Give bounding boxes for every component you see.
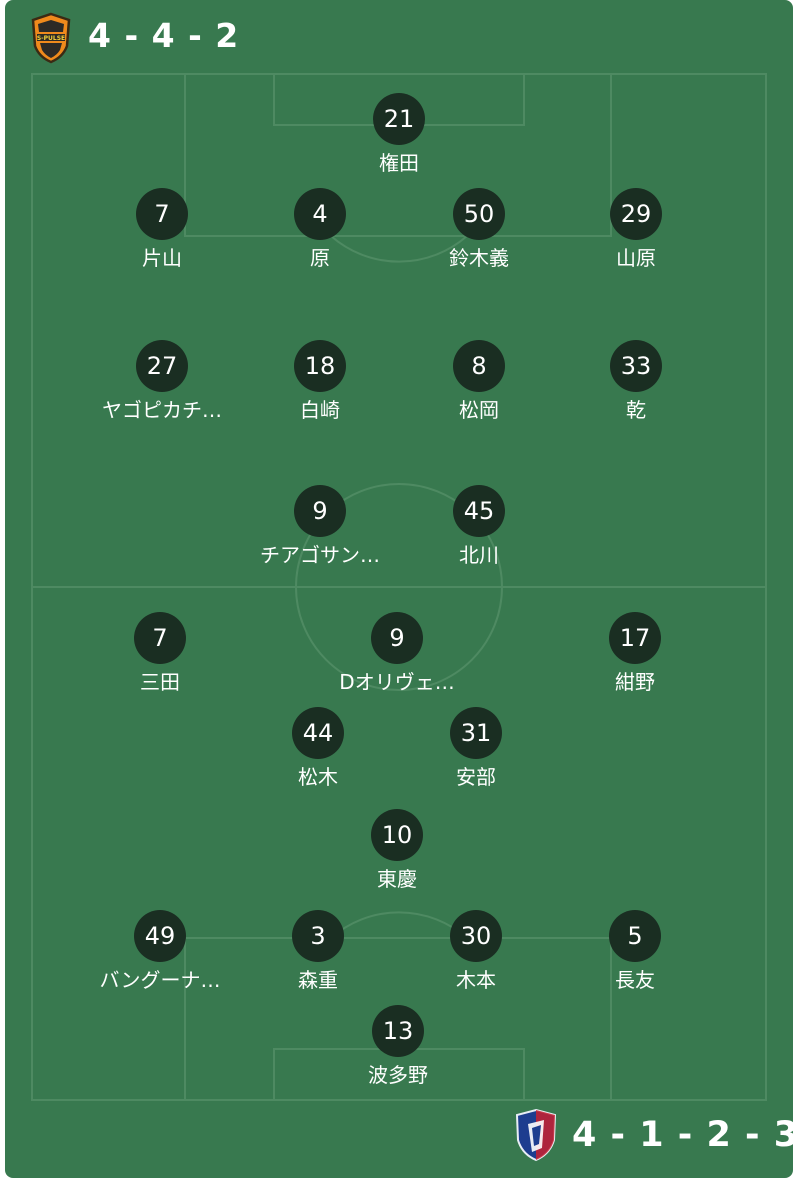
player-number: 21: [373, 93, 425, 145]
player-name: 三田: [140, 670, 180, 694]
player-number: 13: [372, 1005, 424, 1057]
player-name: ヤゴピカチ…: [102, 398, 222, 422]
player-name: 松岡: [459, 398, 499, 422]
player-number: 8: [453, 340, 505, 392]
fc-tokyo-crest-icon: [514, 1108, 558, 1162]
player-name: 権田: [379, 151, 419, 175]
player-card[interactable]: 10 東慶: [317, 809, 477, 892]
player-card[interactable]: 7 三田: [80, 612, 240, 695]
player-card[interactable]: 9 チアゴサン…: [240, 485, 400, 568]
player-number: 5: [609, 910, 661, 962]
player-number: 30: [450, 910, 502, 962]
player-name: 長友: [615, 968, 655, 992]
player-name: チアゴサン…: [260, 543, 380, 567]
away-formation: 4 - 1 - 2 - 3: [572, 1115, 800, 1155]
player-number: 17: [609, 612, 661, 664]
home-formation: 4 - 4 - 2: [88, 16, 240, 55]
player-card[interactable]: 30 木本: [396, 910, 556, 993]
player-number: 33: [610, 340, 662, 392]
player-number: 4: [294, 188, 346, 240]
player-number: 7: [134, 612, 186, 664]
player-number: 10: [371, 809, 423, 861]
player-name: 森重: [298, 968, 338, 992]
player-name: 松木: [298, 765, 338, 789]
player-number: 31: [450, 707, 502, 759]
player-name: 片山: [142, 246, 182, 270]
player-number: 3: [292, 910, 344, 962]
player-number: 27: [136, 340, 188, 392]
player-name: 東慶: [377, 867, 417, 891]
player-number: 49: [134, 910, 186, 962]
player-name: 紺野: [615, 670, 655, 694]
player-card[interactable]: 5 長友: [555, 910, 715, 993]
s-pulse-crest-icon: S-PULSE: [30, 12, 72, 64]
player-name: 白崎: [300, 398, 340, 422]
player-name: 原: [310, 246, 330, 270]
player-name: Dオリヴェ…: [339, 670, 455, 694]
player-card[interactable]: 8 松岡: [399, 340, 559, 423]
player-name: バングーナ…: [99, 968, 221, 992]
player-card[interactable]: 49 バングーナ…: [80, 910, 240, 993]
player-number: 45: [453, 485, 505, 537]
player-card[interactable]: 27 ヤゴピカチ…: [82, 340, 242, 423]
player-card[interactable]: 31 安部: [396, 707, 556, 790]
player-name: 山原: [616, 246, 656, 270]
player-number: 18: [294, 340, 346, 392]
svg-text:S-PULSE: S-PULSE: [37, 35, 65, 42]
player-card[interactable]: 45 北川: [399, 485, 559, 568]
player-number: 9: [294, 485, 346, 537]
player-name: 波多野: [368, 1063, 428, 1087]
player-card[interactable]: 29 山原: [556, 188, 716, 271]
player-card[interactable]: 9 Dオリヴェ…: [317, 612, 477, 695]
player-card[interactable]: 18 白崎: [240, 340, 400, 423]
player-number: 44: [292, 707, 344, 759]
player-card[interactable]: 44 松木: [238, 707, 398, 790]
player-name: 北川: [459, 543, 499, 567]
player-card[interactable]: 7 片山: [82, 188, 242, 271]
player-name: 乾: [626, 398, 646, 422]
player-card[interactable]: 21 権田: [319, 93, 479, 176]
player-card[interactable]: 17 紺野: [555, 612, 715, 695]
player-card[interactable]: 13 波多野: [318, 1005, 478, 1088]
player-card[interactable]: 4 原: [240, 188, 400, 271]
player-number: 50: [453, 188, 505, 240]
player-card[interactable]: 33 乾: [556, 340, 716, 423]
player-card[interactable]: 3 森重: [238, 910, 398, 993]
player-name: 木本: [456, 968, 496, 992]
pitch-panel: [5, 0, 793, 1178]
player-name: 安部: [456, 765, 496, 789]
player-name: 鈴木義: [449, 246, 509, 270]
player-number: 7: [136, 188, 188, 240]
player-number: 9: [371, 612, 423, 664]
player-number: 29: [610, 188, 662, 240]
player-card[interactable]: 50 鈴木義: [399, 188, 559, 271]
